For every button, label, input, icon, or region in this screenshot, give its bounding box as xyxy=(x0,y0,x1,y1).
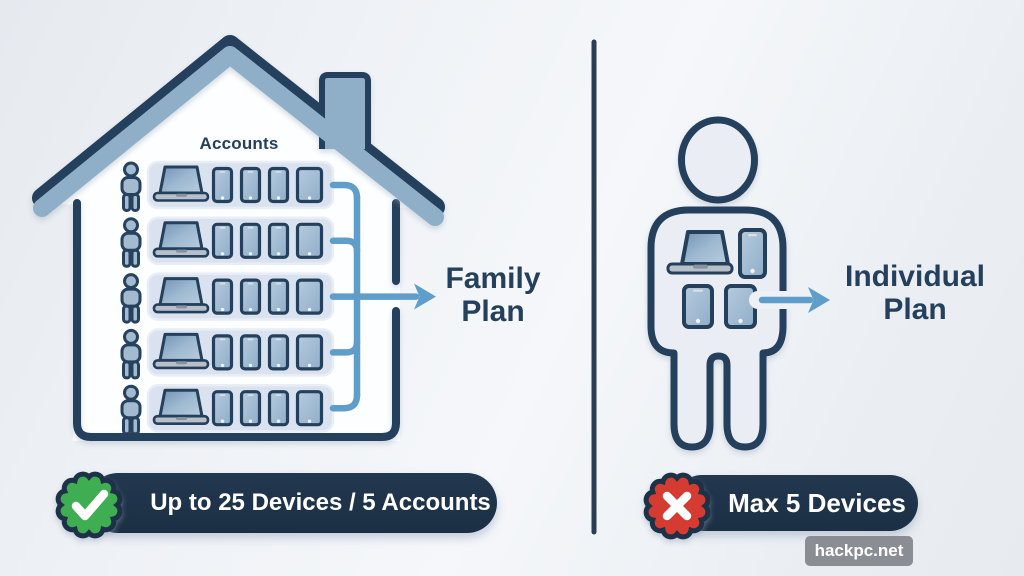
family-badge-label: Up to 25 Devices / 5 Accounts xyxy=(150,489,491,516)
person-icon xyxy=(120,384,142,436)
tablet-icon xyxy=(724,284,757,329)
individual-arrow xyxy=(749,287,830,313)
individual-arrow-icon xyxy=(808,287,830,313)
x-mark xyxy=(662,491,692,521)
watermark-text: hackpc.net xyxy=(814,541,904,560)
family-badge-pill: Up to 25 Devices / 5 Accounts xyxy=(88,473,497,533)
check-seal-icon xyxy=(55,471,123,539)
person-head xyxy=(678,116,758,204)
account-row xyxy=(148,218,333,264)
roof xyxy=(32,35,445,226)
account-row xyxy=(148,385,333,431)
laptop-icon xyxy=(666,230,734,275)
watermark: hackpc.net xyxy=(805,536,913,566)
x-seal-icon xyxy=(643,472,711,540)
house xyxy=(32,35,445,441)
individual-figure xyxy=(647,116,830,451)
person-icon xyxy=(120,328,142,380)
individual-badge-pill: Max 5 Devices xyxy=(674,475,918,531)
individual-plan-line2: Plan xyxy=(883,293,947,326)
family-plan-line1: Family xyxy=(445,262,541,295)
individual-plan-line1: Individual xyxy=(844,260,985,293)
family-plan-line2: Plan xyxy=(461,295,525,328)
family-badge: Up to 25 Devices / 5 Accounts xyxy=(50,467,500,539)
family-arrow-icon xyxy=(414,283,436,310)
family-plan-label: Family Plan xyxy=(433,262,553,328)
account-rows xyxy=(120,161,333,436)
account-row xyxy=(148,274,333,320)
individual-badge: Max 5 Devices xyxy=(638,468,918,540)
individual-badge-label: Max 5 Devices xyxy=(728,487,906,518)
individual-devices xyxy=(666,228,767,329)
phone-icon xyxy=(738,228,767,279)
person-icon xyxy=(120,273,142,324)
house-walls xyxy=(73,199,400,441)
check-mark xyxy=(71,489,109,521)
house-gable xyxy=(42,48,435,208)
accounts-label: Accounts xyxy=(199,134,279,153)
family-connectors xyxy=(329,181,436,412)
person-icon xyxy=(120,217,142,268)
person-icon xyxy=(120,161,142,212)
account-row xyxy=(148,162,333,208)
individual-plan-label: Individual Plan xyxy=(825,260,1005,326)
phone-icon xyxy=(682,284,714,329)
account-row xyxy=(148,329,333,375)
